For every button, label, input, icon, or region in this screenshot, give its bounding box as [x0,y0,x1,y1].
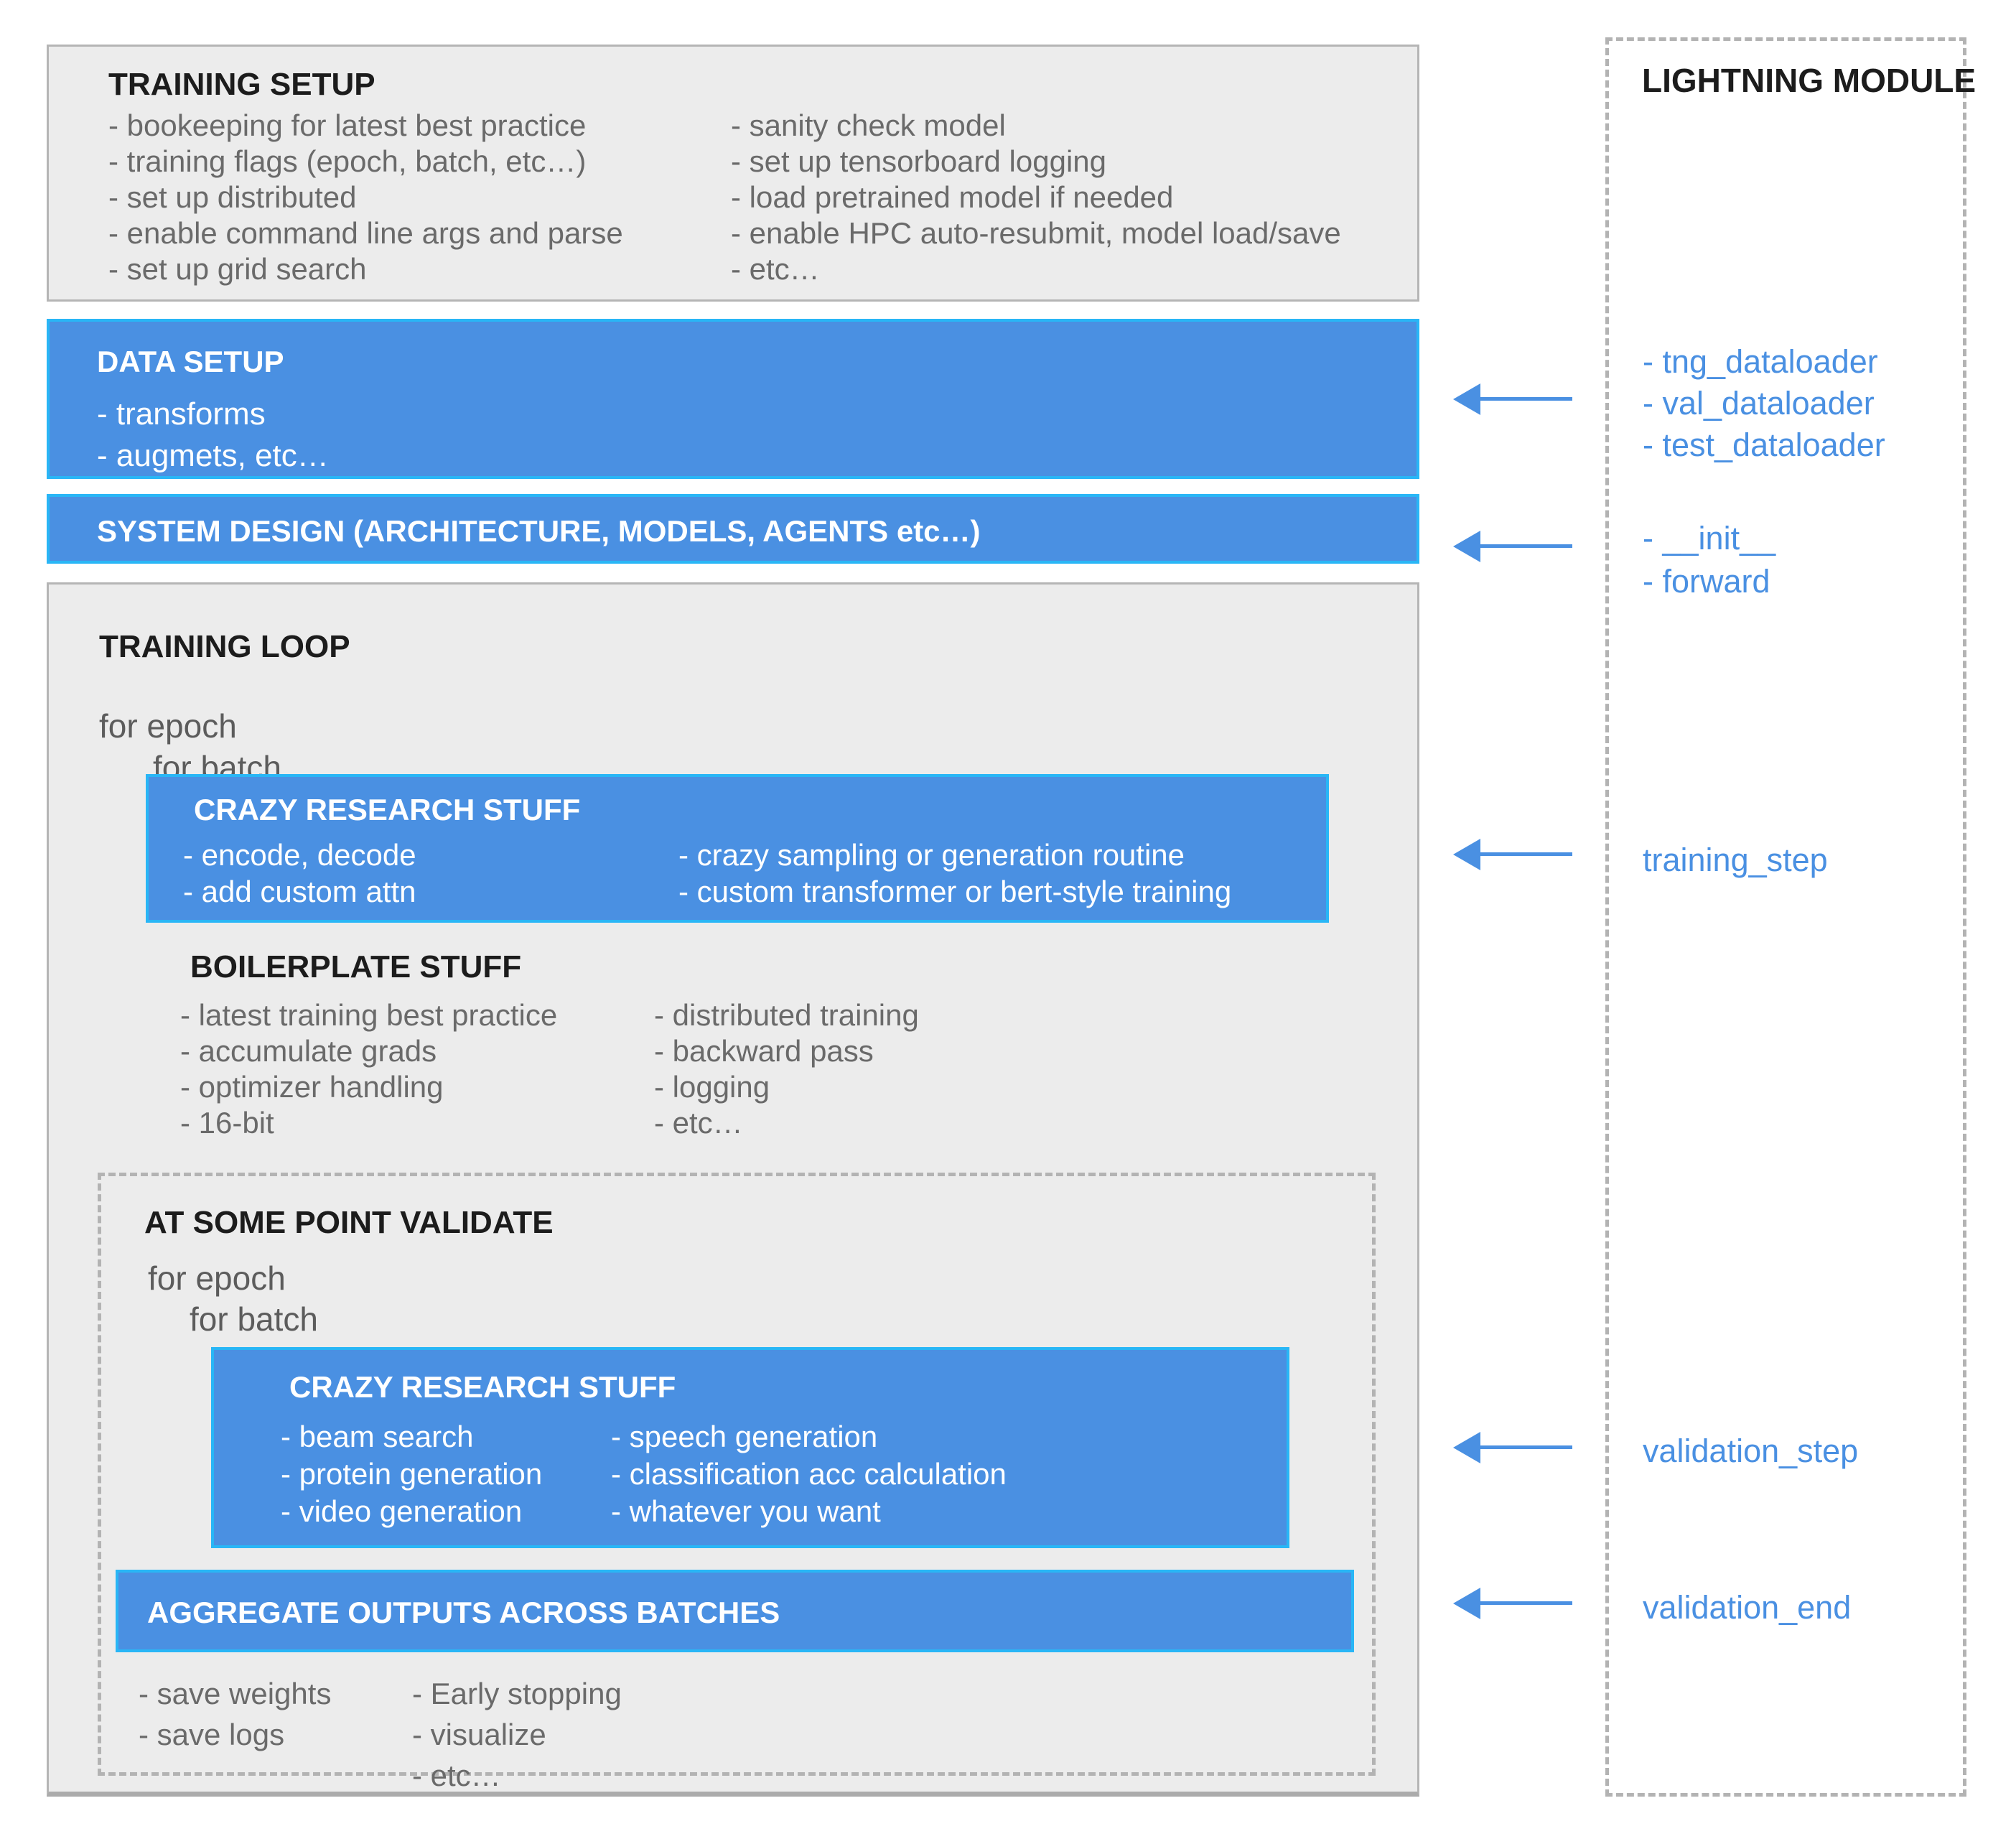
list-item: - latest training best practice [180,998,558,1032]
list-item: - sanity check model [731,108,1006,142]
for-batch-label: for batch [190,1300,318,1338]
data-setup-box: DATA SETUP - transforms - augmets, etc… [47,319,1419,479]
training-setup-list-left: - bookeeping for latest best practice - … [108,108,623,287]
list-item: - augmets, etc… [97,438,329,473]
training-step-method: training_step [1643,842,1828,878]
lightning-module-box: LIGHTNING MODULE - tng_dataloader - val_… [1605,37,1976,1797]
list-item: - training flags (epoch, batch, etc…) [108,144,587,178]
list-item: - __init__ [1643,520,1776,557]
list-item: - classification acc calculation [611,1457,1007,1491]
list-item: - add custom attn [183,875,416,908]
training-step-arrow-icon [1453,837,1572,872]
crazy-research-list-right: - crazy sampling or generation routine -… [678,837,1231,910]
list-item: - save logs [139,1718,285,1751]
list-item: - load pretrained model if needed [731,180,1174,214]
validation-end-arrow-icon [1453,1586,1572,1621]
for-epoch-label: for epoch [148,1259,286,1297]
boilerplate-list-left: - latest training best practice - accumu… [180,997,557,1141]
arrow-shaft [1475,852,1572,856]
crazy-research-title: CRAZY RESEARCH STUFF [289,1370,676,1404]
arrow-shaft [1475,397,1572,401]
list-item: - Early stopping [412,1677,622,1710]
list-item: - beam search [281,1420,474,1453]
list-item: - backward pass [654,1034,874,1068]
validation-end-method: validation_end [1643,1589,1852,1626]
crazy-research-title: CRAZY RESEARCH STUFF [194,793,581,826]
arrow-shaft [1475,1601,1572,1605]
crazy-research-box-train: CRAZY RESEARCH STUFF - encode, decode - … [146,774,1329,923]
list-item: - etc… [731,252,820,286]
list-item: - save weights [139,1677,332,1710]
list-item: - set up distributed [108,180,357,214]
crazy-research-box-validate: CRAZY RESEARCH STUFF - beam search - pro… [211,1347,1289,1548]
system-design-bar: SYSTEM DESIGN (ARCHITECTURE, MODELS, AGE… [47,494,1419,564]
list-item: - set up tensorboard logging [731,144,1107,178]
boilerplate-list-right: - distributed training - backward pass -… [654,997,919,1141]
arrow-shaft [1475,544,1572,548]
dataloader-arrow-icon [1453,382,1572,416]
list-item: - speech generation [611,1420,878,1453]
training-loop-box: TRAINING LOOP for epoch for batch CRAZY … [47,582,1419,1797]
aggregate-outputs-title: AGGREGATE OUTPUTS ACROSS BATCHES [147,1596,780,1629]
aggregate-outputs-bar: AGGREGATE OUTPUTS ACROSS BATCHES [116,1570,1354,1652]
system-design-title: SYSTEM DESIGN (ARCHITECTURE, MODELS, AGE… [97,514,981,548]
validate-title: AT SOME POINT VALIDATE [144,1205,554,1240]
list-item: - optimizer handling [180,1070,444,1104]
list-item: - etc… [654,1106,743,1140]
init-forward-arrow-icon [1453,529,1572,564]
training-loop-title: TRAINING LOOP [99,629,350,664]
list-item: - enable command line args and parse [108,216,623,250]
list-item: - set up grid search [108,252,367,286]
training-setup-title: TRAINING SETUP [108,67,375,102]
data-setup-title: DATA SETUP [97,345,284,378]
init-forward-methods: - __init__ - forward [1643,517,1775,603]
list-item: - crazy sampling or generation routine [678,838,1185,872]
crazy-research-list-right: - speech generation - classification acc… [611,1418,1007,1530]
training-setup-box: TRAINING SETUP - bookeeping for latest b… [47,45,1419,302]
validation-step-method: validation_step [1643,1433,1859,1469]
data-setup-list: - transforms - augmets, etc… [97,394,329,477]
training-setup-list-right: - sanity check model - set up tensorboar… [731,108,1341,287]
list-item: - bookeeping for latest best practice [108,108,587,142]
list-item: - etc… [412,1759,501,1792]
list-item: - logging [654,1070,770,1104]
list-item: - forward [1643,563,1770,600]
arrow-shaft [1475,1445,1572,1449]
list-item: - distributed training [654,998,919,1032]
list-item: - transforms [97,396,266,432]
outputs-list-right: - Early stopping - visualize - etc… [412,1673,622,1796]
list-item: - video generation [281,1494,523,1528]
list-item: - visualize [412,1718,546,1751]
list-item: - encode, decode [183,838,416,872]
list-item: - test_dataloader [1643,427,1885,463]
list-item: - enable HPC auto-resubmit, model load/s… [731,216,1341,250]
validation-step-arrow-icon [1453,1430,1572,1465]
list-item: - custom transformer or bert-style train… [678,875,1232,908]
list-item: - 16-bit [180,1106,274,1140]
crazy-research-list-left: - encode, decode - add custom attn [183,837,416,910]
dataloader-methods: - tng_dataloader - val_dataloader - test… [1643,341,1885,466]
boilerplate-title: BOILERPLATE STUFF [190,949,522,984]
lightning-module-title: LIGHTNING MODULE [1642,62,1977,99]
outputs-list-left: - save weights - save logs [139,1673,331,1755]
list-item: - protein generation [281,1457,543,1491]
list-item: - tng_dataloader [1643,343,1878,380]
validate-box: AT SOME POINT VALIDATE for epoch for bat… [98,1173,1376,1792]
list-item: - val_dataloader [1643,385,1875,422]
for-epoch-label: for epoch [99,707,237,745]
crazy-research-list-left: - beam search - protein generation - vid… [281,1418,542,1530]
list-item: - whatever you want [611,1494,881,1528]
list-item: - accumulate grads [180,1034,437,1068]
